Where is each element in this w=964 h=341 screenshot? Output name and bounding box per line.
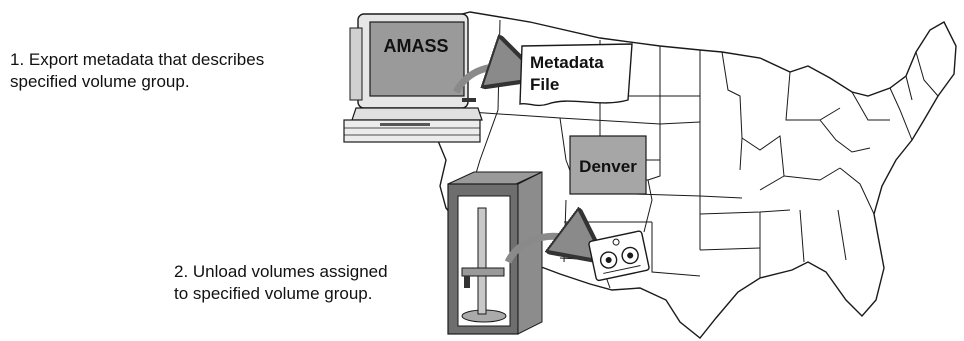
highlighted-state: Denver [569,135,647,195]
metadata-label-line-1: Metadata [530,53,604,72]
metadata-file-icon: Metadata File [519,43,633,107]
step-2-line-1: 2. Unload volumes assigned [174,262,388,281]
step-1-line-2: specified volume group. [10,72,190,91]
computer-icon: AMASS [343,13,483,143]
curved-arrow-icon [504,236,584,262]
step-1-text: 1. Export metadata that describes specif… [10,49,264,93]
curved-arrow-icon [452,67,516,94]
denver-label: Denver [579,157,637,176]
step-2-text: 2. Unload volumes assigned to specified … [174,261,388,305]
amass-label: AMASS [383,36,448,56]
tape-cartridge-icon [588,230,650,282]
step-1-line-1: 1. Export metadata that describes [10,50,265,69]
metadata-label-line-2: File [530,75,559,94]
step-2-line-2: to specified volume group. [174,284,373,303]
tape-library-icon [447,171,543,335]
